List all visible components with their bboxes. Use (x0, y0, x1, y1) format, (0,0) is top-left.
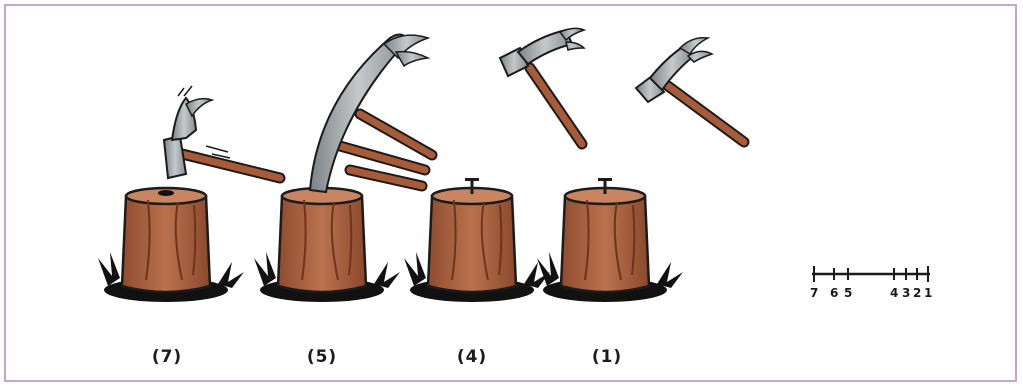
tree-stump-panel-5 (254, 188, 400, 302)
scale-tick-label: 4 (890, 286, 898, 300)
scale-tick-label: 3 (902, 286, 910, 300)
scale-tick-label: 2 (913, 286, 921, 300)
panel-label: (4) (442, 347, 502, 367)
hammer-swing-icon (310, 34, 432, 192)
hammer-icon (500, 28, 584, 144)
panel-label: (7) (137, 347, 197, 367)
scale-tick-label: 6 (830, 286, 838, 300)
hammer-icon (164, 86, 280, 178)
scale-tick-label: 5 (844, 286, 852, 300)
hammer-icon (636, 38, 744, 142)
scale-tick-label: 7 (810, 286, 818, 300)
tree-stump-panel-4 (404, 178, 550, 302)
panel-label: (1) (577, 347, 637, 367)
tree-stump-panel-7 (98, 188, 244, 302)
sequence-scale: 7 6 5 4 3 2 1 (810, 266, 932, 300)
panel-label: (5) (292, 347, 352, 367)
tree-stump-panel-1 (537, 178, 683, 302)
scale-tick-label: 1 (924, 286, 932, 300)
